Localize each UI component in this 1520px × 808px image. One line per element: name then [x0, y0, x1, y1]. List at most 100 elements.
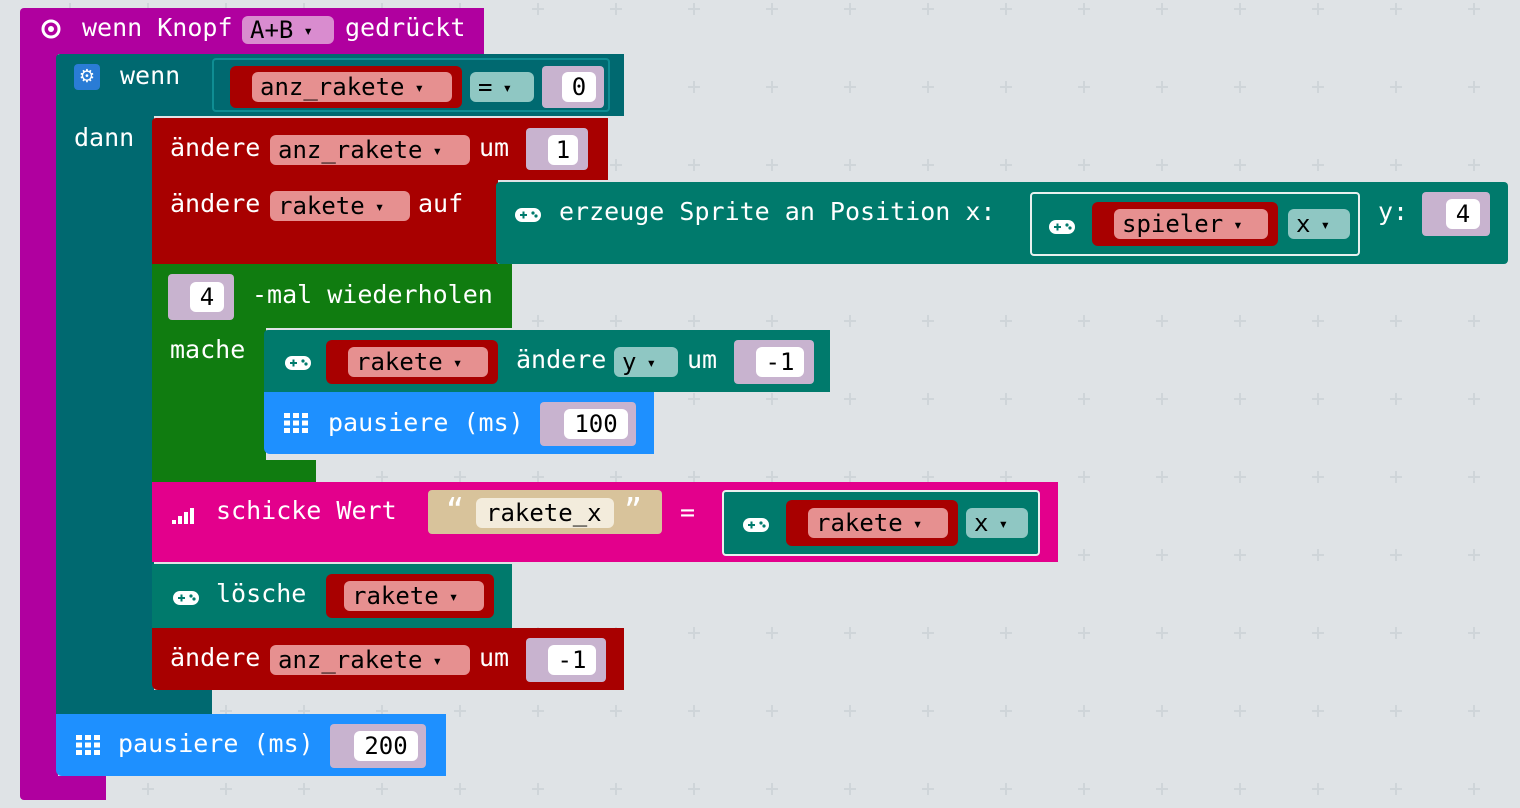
grid-mark	[532, 471, 544, 483]
grid-mark	[1078, 783, 1090, 795]
button-dropdown[interactable]: A+B	[242, 16, 334, 44]
grid-mark	[1078, 3, 1090, 15]
grid-mark	[1000, 471, 1012, 483]
grid-mark	[1156, 549, 1168, 561]
grid-mark	[610, 705, 622, 717]
condition-value[interactable]: 0	[562, 72, 596, 102]
set-rocket-to-label: auf	[418, 189, 464, 218]
grid-mark	[1468, 315, 1480, 327]
change-count2-value[interactable]: -1	[548, 645, 596, 675]
grid-mark	[1468, 159, 1480, 171]
grid-mark	[688, 471, 700, 483]
grid-mark	[1078, 81, 1090, 93]
grid-mark	[844, 81, 856, 93]
move-sprite-value[interactable]: -1	[756, 347, 804, 377]
grid-mark	[1234, 705, 1246, 717]
pause-200-value[interactable]: 200	[354, 731, 418, 761]
if-block-arm	[56, 110, 154, 712]
grid-mark	[1312, 549, 1324, 561]
grid-mark	[1390, 393, 1402, 405]
grid-mark	[1312, 627, 1324, 639]
grid-mark	[1000, 3, 1012, 15]
grid-mark	[454, 471, 466, 483]
grid-mark	[844, 783, 856, 795]
send-value-label: schicke Wert	[216, 496, 397, 525]
grid-mark	[298, 705, 310, 717]
event-block-foot	[20, 776, 106, 800]
set-rocket-variable-dropdown[interactable]: rakete	[270, 191, 410, 221]
value-name-field[interactable]: rakete_x	[476, 498, 614, 528]
grid-mark	[688, 627, 700, 639]
change-count-variable-dropdown[interactable]: anz_rakete	[270, 135, 470, 165]
grid-mark	[220, 783, 232, 795]
grid-mark	[1312, 3, 1324, 15]
grid-mark	[1390, 315, 1402, 327]
grid-mark	[1078, 705, 1090, 717]
grid-mark	[1468, 549, 1480, 561]
grid-mark	[1234, 627, 1246, 639]
repeat-label: -mal wiederholen	[252, 280, 493, 309]
repeat-do-label: mache	[170, 335, 246, 364]
grid-mark	[610, 3, 622, 15]
grid-mark	[376, 705, 388, 717]
grid-mark	[1156, 3, 1168, 15]
grid-mark	[1234, 783, 1246, 795]
delete-sprite-label: lösche	[216, 579, 307, 608]
grid-mark	[1000, 315, 1012, 327]
grid-mark	[1234, 393, 1246, 405]
y-value[interactable]: 4	[1446, 199, 1480, 229]
move-sprite-by-label: um	[687, 345, 718, 374]
grid-mark	[1000, 627, 1012, 639]
grid-mark	[1156, 627, 1168, 639]
grid-mark	[1156, 705, 1168, 717]
grid-mark	[1312, 159, 1324, 171]
comparison-operator-dropdown[interactable]: =	[470, 72, 534, 102]
grid-mark	[1234, 3, 1246, 15]
grid-mark	[1390, 783, 1402, 795]
grid-mark	[844, 315, 856, 327]
pause-100-value[interactable]: 100	[564, 409, 628, 439]
grid-mark	[844, 159, 856, 171]
gamepad-icon	[1048, 218, 1076, 241]
send-sprite-dropdown[interactable]: rakete	[808, 508, 948, 538]
grid-mark	[688, 783, 700, 795]
sprite-x-prop-dropdown[interactable]: x	[1288, 209, 1350, 239]
repeat-times[interactable]: 4	[190, 282, 224, 312]
grid-mark	[1234, 81, 1246, 93]
grid-mark	[220, 705, 232, 717]
grid-mark	[1468, 627, 1480, 639]
signal-bars-icon	[172, 506, 198, 529]
then-label: dann	[74, 123, 135, 152]
grid-mark	[1156, 315, 1168, 327]
delete-sprite-dropdown[interactable]: rakete	[344, 581, 484, 611]
grid-mark	[454, 705, 466, 717]
spieler-dropdown[interactable]: spieler	[1114, 209, 1268, 239]
change-count-value[interactable]: 1	[548, 135, 578, 165]
send-sprite-prop-dropdown[interactable]: x	[966, 508, 1028, 538]
grid-mark	[1390, 627, 1402, 639]
grid-mark	[922, 705, 934, 717]
grid-mark	[922, 783, 934, 795]
event-label-pressed: gedrückt	[345, 13, 466, 42]
move-sprite-dropdown[interactable]: rakete	[348, 347, 488, 377]
grid-mark	[1156, 783, 1168, 795]
change-count2-variable-dropdown[interactable]: anz_rakete	[270, 645, 470, 675]
grid-mark	[766, 393, 778, 405]
move-sprite-prop-dropdown[interactable]: y	[614, 347, 678, 377]
gear-icon[interactable]: ⚙	[74, 64, 100, 90]
grid-mark	[766, 315, 778, 327]
grid-mark	[844, 471, 856, 483]
grid-mark	[376, 783, 388, 795]
grid-mark	[1390, 3, 1402, 15]
grid-mark	[766, 81, 778, 93]
grid-mark	[1000, 393, 1012, 405]
grid-mark	[766, 471, 778, 483]
change-count2-label: ändere	[170, 643, 261, 672]
grid-mark	[610, 315, 622, 327]
grid-mark	[610, 159, 622, 171]
gamepad-icon	[172, 589, 200, 612]
open-quote: “	[446, 493, 465, 528]
grid-mark	[1078, 549, 1090, 561]
condition-variable-dropdown[interactable]: anz_rakete	[252, 72, 452, 102]
gamepad-icon	[742, 516, 770, 539]
